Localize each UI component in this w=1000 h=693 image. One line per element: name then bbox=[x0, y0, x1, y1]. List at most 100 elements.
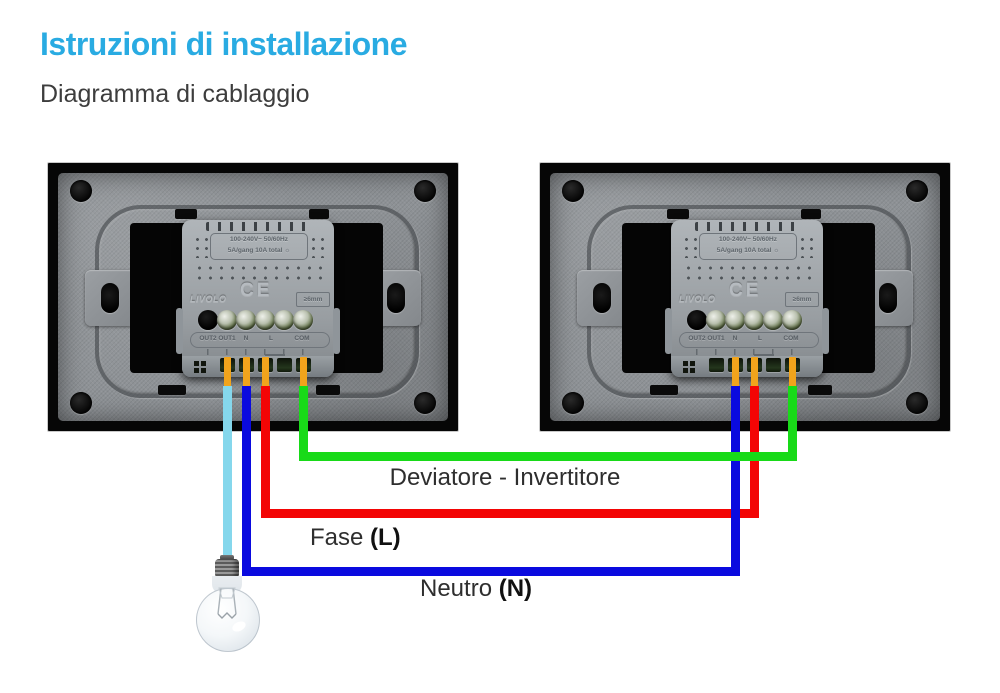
bulb-cap-tip bbox=[220, 555, 234, 560]
phase-wire-left-drop bbox=[260, 386, 270, 518]
module-clip bbox=[808, 385, 832, 395]
ce-mark: CE bbox=[729, 280, 762, 301]
wire-stub-right-n bbox=[731, 357, 739, 388]
terminal-screw bbox=[725, 310, 745, 330]
mounting-slot bbox=[101, 283, 119, 313]
rating-line1: 100-240V~ 50/60Hz bbox=[229, 236, 288, 243]
strip-length-mark: ≥6mm bbox=[296, 292, 330, 307]
terminal-label-l: L bbox=[758, 335, 762, 342]
vent-dots bbox=[308, 234, 326, 258]
label-fase-tag: (L) bbox=[370, 524, 401, 551]
mounting-plate: 100-240V~ 50/60Hz 5A/gang 10A total ☼ LI… bbox=[58, 173, 448, 421]
rating-box: 100-240V~ 50/60Hz 5A/gang 10A total ☼ bbox=[210, 233, 308, 260]
module-clip bbox=[175, 209, 197, 219]
vent-dots bbox=[681, 234, 699, 258]
module-side-tab bbox=[822, 308, 829, 354]
terminal-label-n: N bbox=[243, 335, 249, 342]
bulb-glass bbox=[196, 588, 260, 652]
rating-line2: 5A/gang 10A total bbox=[227, 247, 283, 254]
traveller-wire-run bbox=[298, 452, 797, 461]
terminal-screw bbox=[706, 310, 726, 330]
wire-stub-left-l bbox=[261, 357, 269, 388]
neutral-wire-run bbox=[241, 567, 740, 576]
right-switch-panel: 100-240V~ 50/60Hz 5A/gang 10A total ☼ LI… bbox=[539, 162, 951, 432]
page-title: Istruzioni di installazione bbox=[40, 26, 407, 62]
screw-hole bbox=[414, 180, 436, 202]
terminal-hole-empty bbox=[198, 310, 218, 330]
phase-wire-run bbox=[260, 509, 759, 518]
wire-entry-slot bbox=[276, 358, 292, 372]
page-subtitle: Diagramma di cablaggio bbox=[40, 80, 310, 108]
label-neutro-text: Neutro bbox=[420, 575, 493, 602]
bulb-filament bbox=[217, 587, 237, 619]
wire-stub-left-out1 bbox=[223, 357, 231, 388]
module-side-tab bbox=[665, 308, 672, 354]
screw-hole bbox=[906, 392, 928, 414]
rating-line2: 5A/gang 10A total bbox=[716, 247, 772, 254]
terminal-screw bbox=[274, 310, 294, 330]
ce-mark: CE bbox=[240, 280, 273, 301]
bulb-screw-cap bbox=[215, 559, 239, 578]
wire-stub-left-com bbox=[299, 357, 307, 388]
wire-entry-block bbox=[671, 356, 823, 377]
terminal-label-strip bbox=[190, 332, 330, 348]
terminal-hole-empty bbox=[687, 310, 707, 330]
vent-dots bbox=[192, 234, 210, 258]
screw-hole bbox=[562, 180, 584, 202]
module-clip bbox=[316, 385, 340, 395]
module-clip bbox=[650, 385, 678, 395]
label-neutro: Neutro (N) bbox=[420, 575, 532, 603]
vent-dots bbox=[192, 261, 324, 283]
terminal-screw bbox=[255, 310, 275, 330]
mounting-slot bbox=[879, 283, 897, 313]
four-dot-mark bbox=[194, 361, 199, 366]
wire-stub-right-com bbox=[788, 357, 796, 388]
mounting-boss bbox=[85, 270, 135, 326]
terminal-screw bbox=[782, 310, 802, 330]
vent-slots bbox=[206, 222, 312, 231]
module-clip bbox=[667, 209, 689, 219]
rating-line1: 100-240V~ 50/60Hz bbox=[718, 236, 777, 243]
terminal-label-strip bbox=[679, 332, 819, 348]
rating-box: 100-240V~ 50/60Hz 5A/gang 10A total ☼ bbox=[699, 233, 797, 260]
module-side-tab bbox=[333, 308, 340, 354]
switch-module: 100-240V~ 50/60Hz 5A/gang 10A total ☼ LI… bbox=[665, 220, 829, 377]
terminal-ticks bbox=[696, 349, 794, 355]
traveller-wire-right-drop bbox=[787, 386, 797, 461]
l-terminal-bracket bbox=[754, 354, 774, 356]
terminal-screw bbox=[763, 310, 783, 330]
mounting-slot bbox=[593, 283, 611, 313]
vent-dots bbox=[681, 261, 813, 283]
wire-stub-right-l bbox=[750, 357, 758, 388]
terminal-screw bbox=[236, 310, 256, 330]
terminal-label-out2: OUT2 bbox=[688, 335, 706, 342]
terminal-label-n: N bbox=[732, 335, 738, 342]
l-terminal-bracket bbox=[265, 354, 285, 356]
mounting-boss bbox=[577, 270, 627, 326]
neutral-wire-left-drop bbox=[241, 386, 251, 576]
strip-length-mark: ≥6mm bbox=[785, 292, 819, 307]
mounting-plate: 100-240V~ 50/60Hz 5A/gang 10A total ☼ LI… bbox=[550, 173, 940, 421]
lamp-wire-drop bbox=[222, 386, 232, 563]
terminal-label-com: COM bbox=[783, 335, 799, 342]
screw-hole bbox=[70, 180, 92, 202]
label-neutro-tag: (N) bbox=[498, 575, 533, 602]
label-deviatore-invertitore: Deviatore - Invertitore bbox=[389, 464, 621, 491]
terminal-screw bbox=[217, 310, 237, 330]
wire-stub-left-n bbox=[242, 357, 250, 388]
terminal-label-out1: OUT1 bbox=[218, 335, 236, 342]
label-fase: Fase (L) bbox=[310, 524, 401, 552]
module-clip bbox=[801, 209, 821, 219]
terminal-label-out1: OUT1 bbox=[707, 335, 725, 342]
screw-hole bbox=[70, 392, 92, 414]
terminal-label-out2: OUT2 bbox=[199, 335, 217, 342]
module-clip bbox=[309, 209, 329, 219]
mounting-slot bbox=[387, 283, 405, 313]
vent-dots bbox=[797, 234, 815, 258]
four-dot-mark bbox=[683, 361, 688, 366]
bulb-rating-icon: ☼ bbox=[284, 247, 291, 254]
screw-hole bbox=[414, 392, 436, 414]
screw-hole bbox=[562, 392, 584, 414]
wire-entry-slot bbox=[708, 358, 724, 372]
terminal-screw bbox=[744, 310, 764, 330]
